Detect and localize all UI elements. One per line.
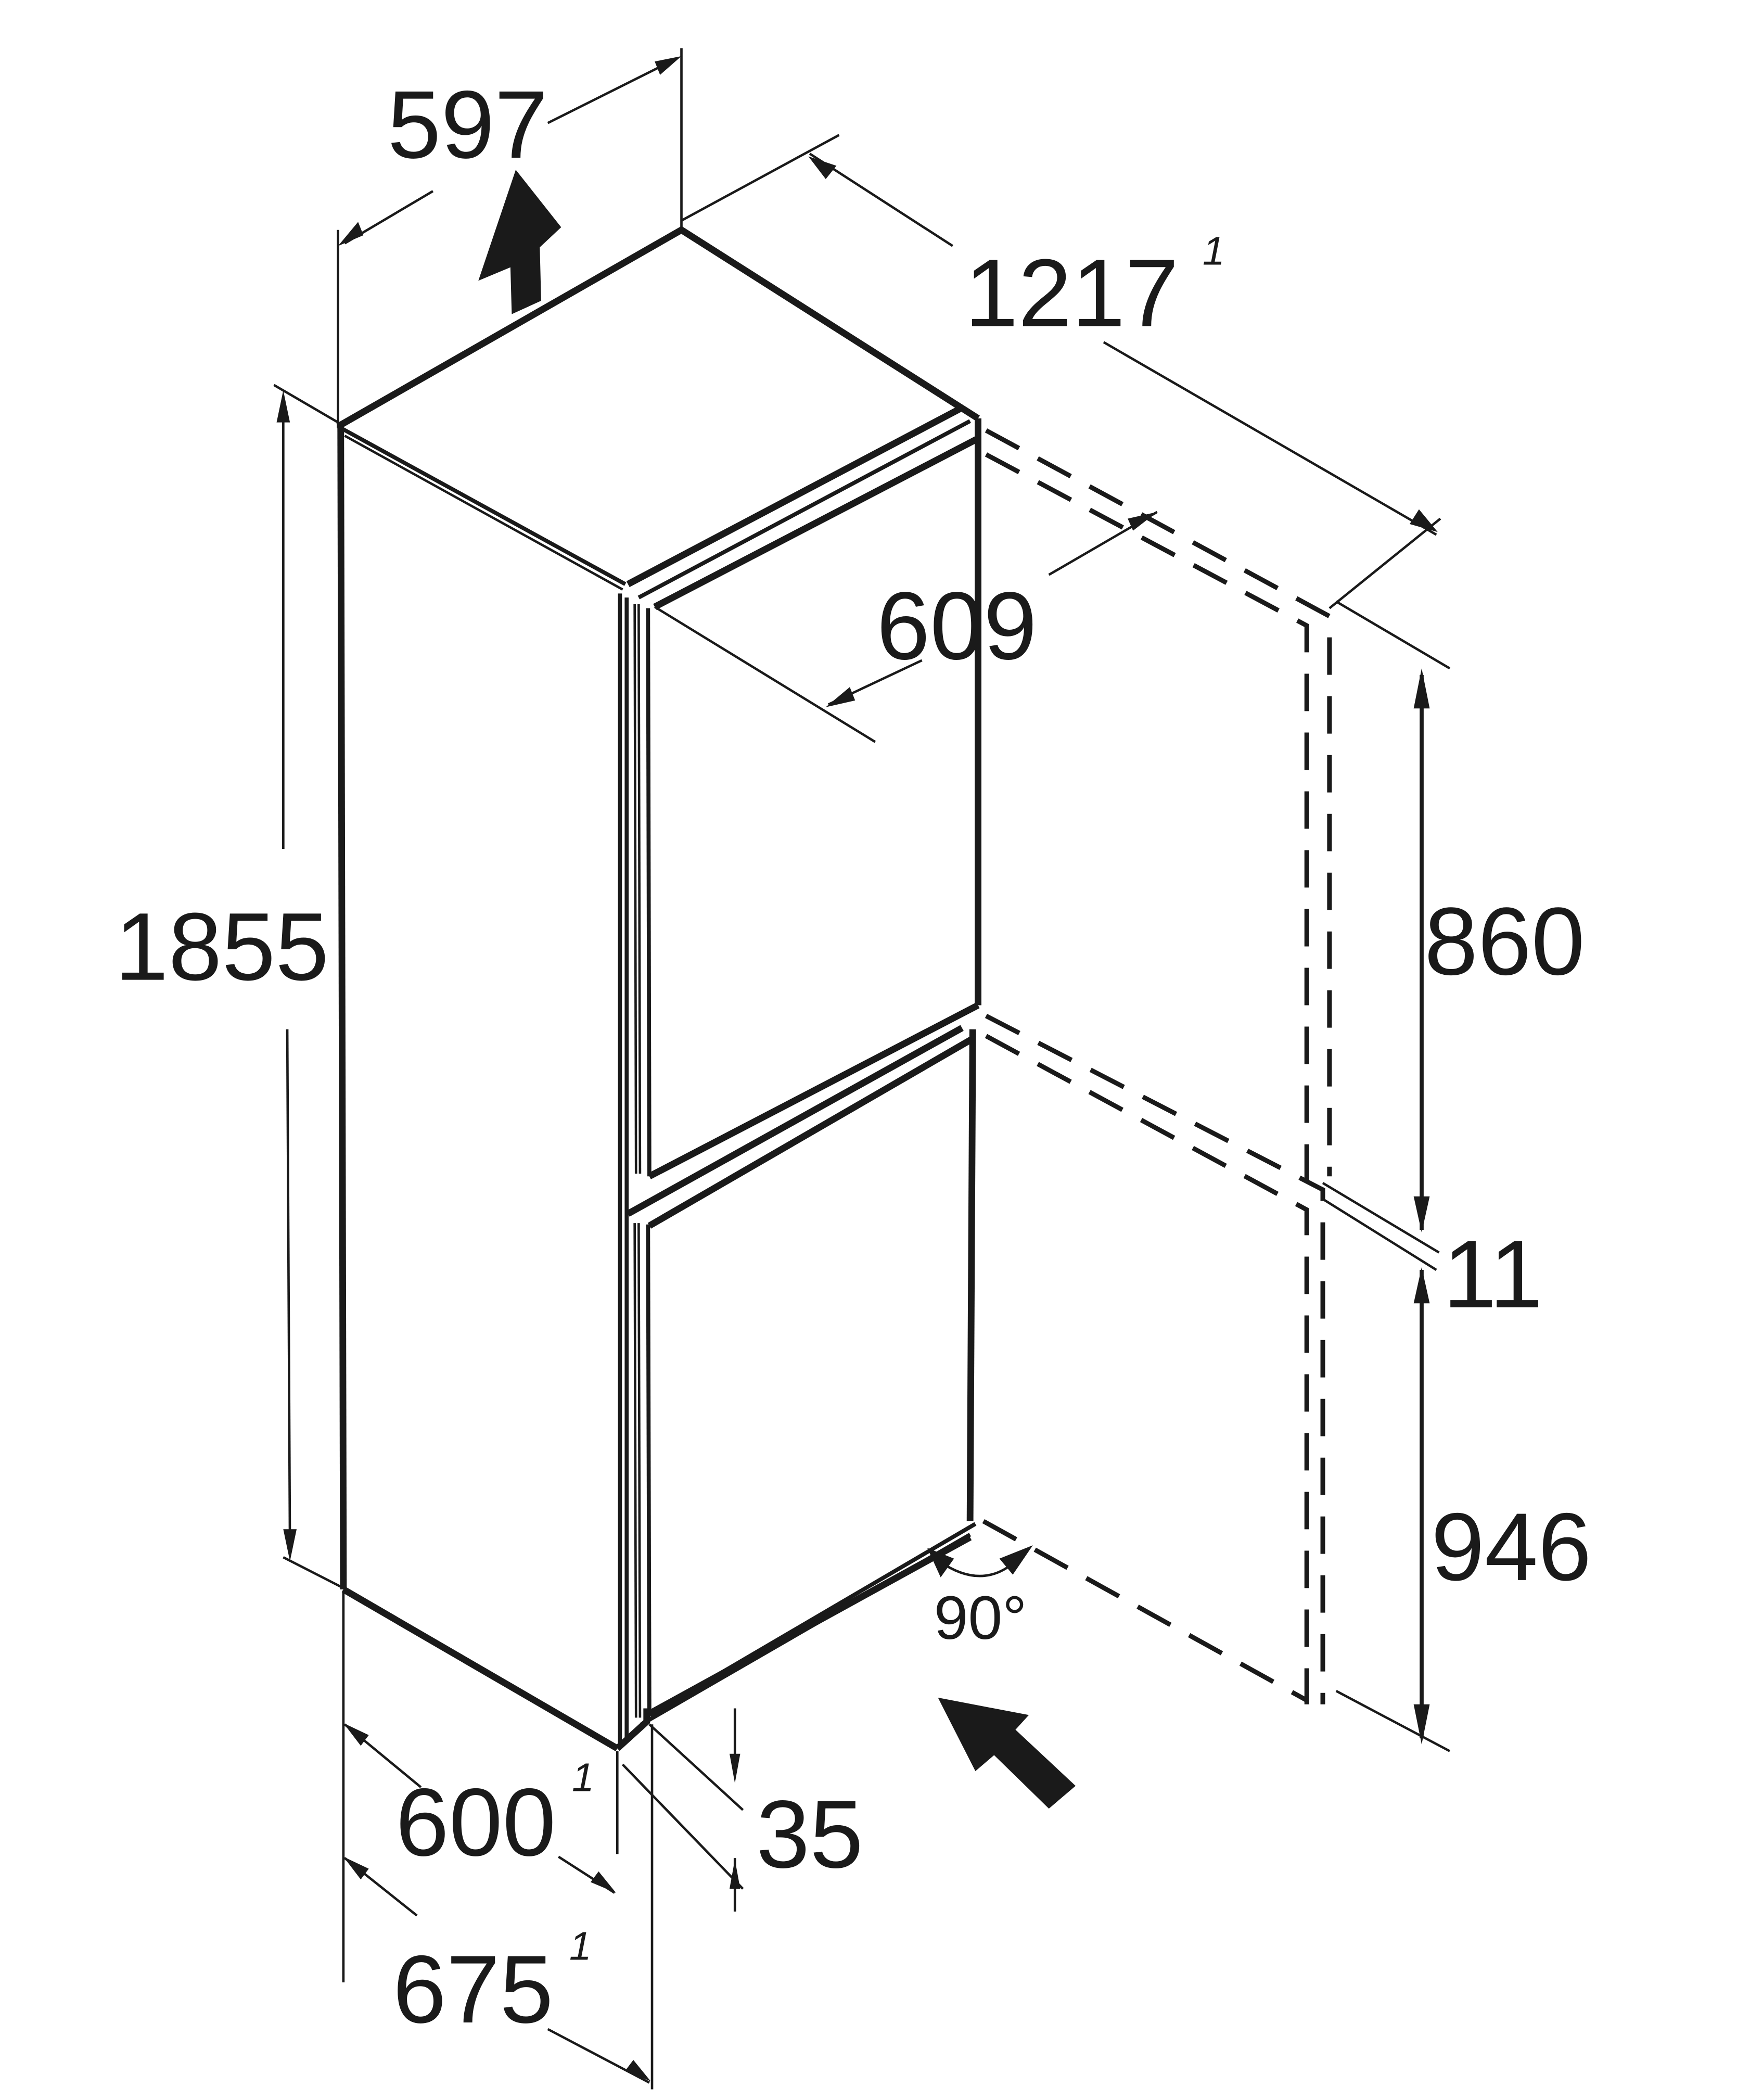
dimension-door-open-depth-label: 1217	[965, 240, 1179, 347]
dimension-door-gap-label: 11	[1443, 1221, 1543, 1328]
footnote-marker: 1	[572, 1755, 594, 1800]
dimension-door-width-label: 609	[876, 572, 1037, 680]
dimension-upper-door-label: 860	[1424, 888, 1585, 995]
dimension-door-open-depth: 1217 1	[681, 134, 1441, 609]
dimension-angle: 90°	[927, 1545, 1033, 1652]
dimension-height: 1855	[115, 384, 344, 1589]
dimension-depth-with-door-label: 675	[393, 1936, 553, 2043]
dimension-angle-label: 90°	[934, 1584, 1027, 1652]
dimension-width-label: 597	[388, 71, 548, 179]
dimension-door-width: 609	[654, 511, 1158, 743]
dimension-width: 597	[337, 48, 683, 428]
footnote-marker: 1	[569, 1924, 592, 1968]
footnote-marker: 1	[1203, 229, 1225, 274]
dimension-height-label: 1855	[115, 894, 329, 1001]
arrow-up-icon	[478, 170, 561, 314]
dimension-depths: 600 1 675 1 35	[342, 1590, 863, 2090]
cabinet-outline	[336, 226, 981, 1752]
dimension-door-heights: 860 11 946	[1322, 600, 1591, 1752]
arrow-in-icon	[938, 1697, 1076, 1809]
dimension-lower-door-label: 946	[1431, 1494, 1591, 1601]
dimension-depth-label: 600	[395, 1769, 556, 1876]
dimension-plinth-label: 35	[756, 1781, 863, 1888]
open-door-outline	[982, 428, 1332, 1704]
